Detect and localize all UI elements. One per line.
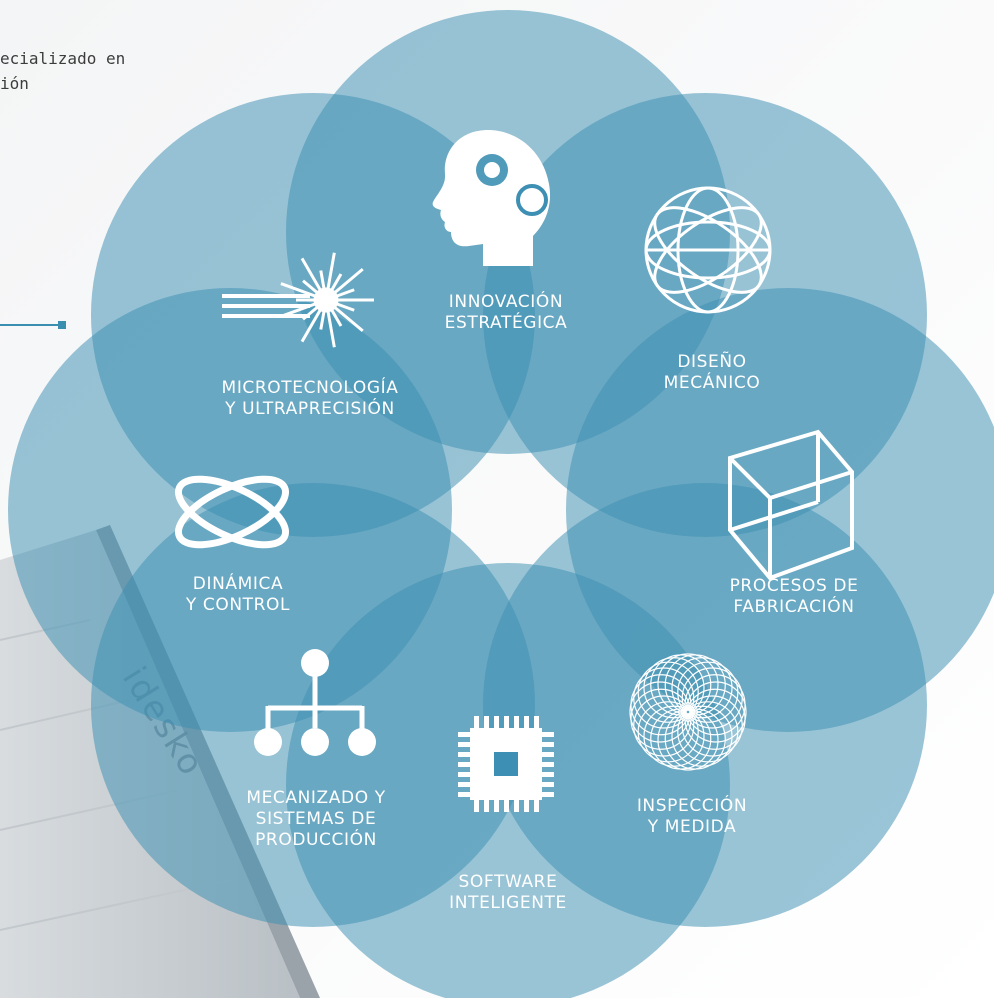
orbit-ellipses-icon (174, 475, 290, 549)
pointer-line (0, 324, 60, 326)
intro-text: ecializado en ión (0, 46, 125, 96)
intro-line-1: ecializado en (0, 49, 126, 68)
node-label-innovacion: INNOVACIÓN ESTRATÉGICA (445, 292, 568, 334)
node-label-line: INTELIGENTE (449, 893, 567, 913)
node-label-line: PRODUCCIÓN (255, 830, 377, 850)
pointer-dot (58, 321, 66, 329)
node-label-mecanizado: MECANIZADO Y SISTEMAS DE PRODUCCIÓN (246, 788, 385, 851)
node-label-procesos: PROCESOS DE FABRICACIÓN (730, 576, 859, 618)
node-label-line: DISEÑO (677, 352, 747, 372)
node-label-microtecnologia: MICROTECNOLOGÍA Y ULTRAPRECISIÓN (222, 378, 399, 420)
node-label-line: PROCESOS DE (729, 576, 859, 596)
node-label-software: SOFTWARE INTELIGENTE (449, 872, 567, 914)
node-label-line: Y MEDIDA (647, 817, 737, 837)
spirograph-icon (629, 653, 747, 771)
cube-wireframe-icon (728, 429, 854, 581)
node-label-line: Y ULTRAPRECISIÓN (225, 399, 395, 419)
intro-line-2: ión (0, 74, 29, 93)
node-label-line: MECANIZADO Y (246, 788, 386, 808)
node-label-inspeccion: INSPECCIÓN Y MEDIDA (637, 796, 747, 838)
node-label-diseno: DISEÑO MECÁNICO (664, 352, 761, 394)
node-label-line: MICROTECNOLOGÍA (221, 378, 399, 398)
node-label-line: FABRICACIÓN (733, 597, 855, 617)
node-label-line: DINÁMICA (192, 574, 284, 594)
node-label-line: Y CONTROL (185, 595, 291, 615)
microchip-icon (458, 716, 554, 812)
node-label-dinamica: DINÁMICA Y CONTROL (186, 574, 290, 616)
node-label-line: INNOVACIÓN (448, 292, 564, 312)
node-label-line: MECÁNICO (663, 373, 761, 393)
petal-microtecnologia (91, 93, 535, 537)
node-label-line: SISTEMAS DE (255, 809, 377, 829)
node-label-line: SOFTWARE (458, 872, 558, 892)
node-label-line: INSPECCIÓN (636, 796, 748, 816)
hierarchy-tree-icon (254, 649, 376, 756)
laser-burst-icon (222, 252, 374, 348)
globe-wireframe-icon (644, 186, 772, 314)
head-gears-icon (432, 130, 551, 266)
node-label-line: ESTRATÉGICA (444, 313, 568, 333)
